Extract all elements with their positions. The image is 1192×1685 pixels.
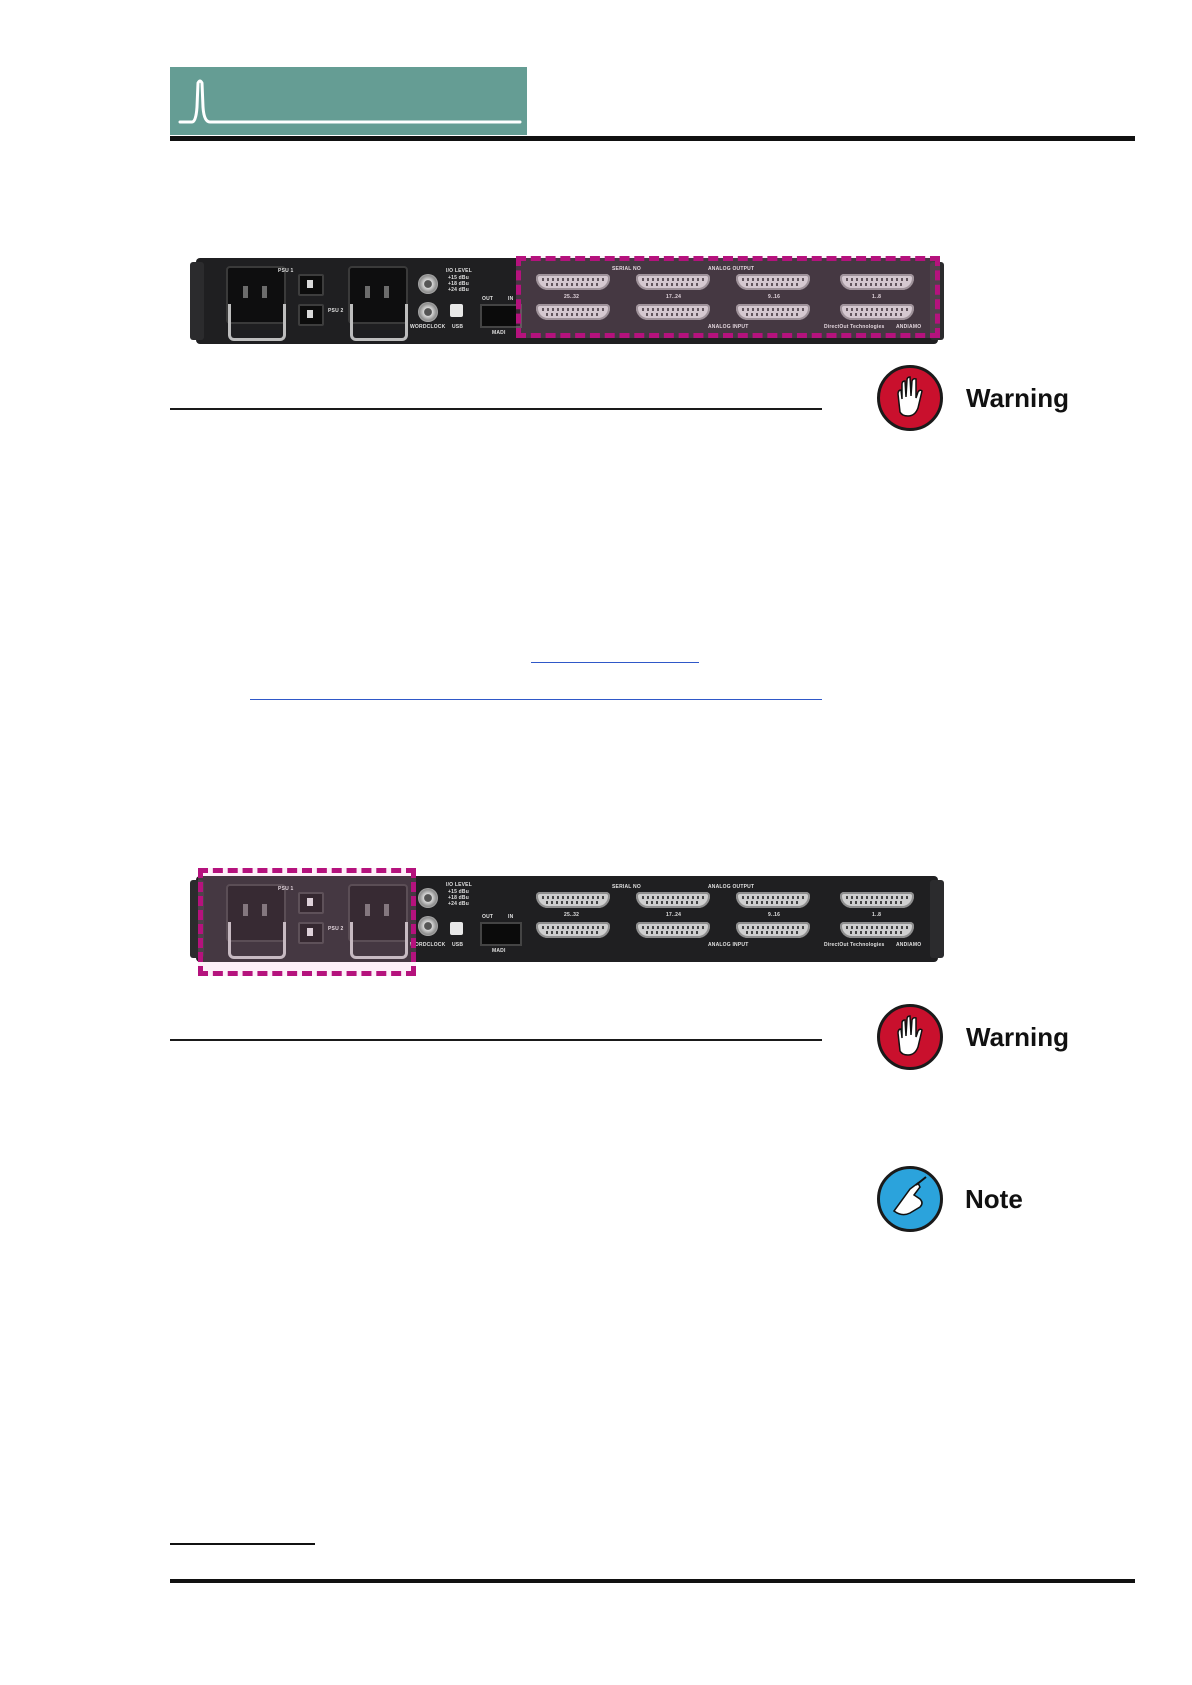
highlight-power-supplies — [198, 868, 416, 976]
channel-group-label: 9..16 — [768, 294, 781, 300]
analog-output-9-16 — [736, 274, 810, 290]
madi-in-label: IN — [508, 914, 514, 920]
section-rule — [170, 1039, 822, 1041]
analog-input-9-16 — [736, 304, 810, 320]
analog-input-17-24 — [636, 922, 710, 938]
channel-group-label: 9..16 — [768, 912, 781, 918]
retaining-clip — [228, 304, 286, 341]
retaining-clip — [350, 922, 408, 959]
hyperlink-underline[interactable] — [250, 699, 822, 700]
level-option: +24 dBu — [448, 901, 469, 907]
analog-output-1-8 — [840, 274, 914, 290]
wordclock-label: WORDCLOCK — [410, 942, 446, 948]
rack-ear — [190, 262, 204, 340]
brand-label: DirectOut Technologies — [824, 324, 885, 330]
warning-label: Warning — [966, 1022, 1070, 1052]
serial-no-label: SERIAL NO — [612, 266, 641, 272]
madi-label: MADI — [492, 330, 506, 336]
footer-rule — [170, 1579, 1135, 1583]
footnote-rule — [170, 1543, 315, 1545]
analog-input-25-32 — [536, 922, 610, 938]
wordclock-bnc-in — [418, 916, 438, 936]
brand-label: DirectOut Technologies — [824, 942, 885, 948]
analog-output-25-32 — [536, 274, 610, 290]
hand-stop-icon — [877, 1004, 943, 1070]
wordclock-bnc-out — [418, 888, 438, 908]
madi-out-label: OUT — [482, 296, 494, 302]
level-option: +18 dBu — [448, 895, 469, 901]
hyperlink-underline[interactable] — [531, 662, 699, 663]
analog-output-9-16 — [736, 892, 810, 908]
wordclock-bnc-out — [418, 274, 438, 294]
madi-port — [480, 922, 522, 946]
channel-group-label: 1..8 — [872, 912, 882, 918]
analog-input-25-32 — [536, 304, 610, 320]
level-option: +18 dBu — [448, 281, 469, 287]
channel-group-label: 25..32 — [564, 912, 580, 918]
analog-output-17-24 — [636, 274, 710, 290]
psu2-label: PSU 2 — [328, 926, 344, 932]
io-level-label: I/O LEVEL — [446, 882, 472, 888]
model-label: ANDIAMO — [896, 324, 922, 330]
power-inlet-1 — [226, 266, 286, 324]
analog-output-label: ANALOG OUTPUT — [708, 884, 755, 890]
pulse-icon — [178, 79, 522, 124]
power-switch-2 — [298, 922, 324, 944]
serial-no-label: SERIAL NO — [612, 884, 641, 890]
analog-input-1-8 — [840, 304, 914, 320]
analog-input-9-16 — [736, 922, 810, 938]
channel-group-label: 25..32 — [564, 294, 580, 300]
header-rule — [170, 136, 1135, 141]
madi-in-label: IN — [508, 296, 514, 302]
usb-port — [450, 304, 463, 317]
analog-output-1-8 — [840, 892, 914, 908]
power-switch-1 — [298, 892, 324, 914]
channel-group-label: 17..24 — [666, 912, 682, 918]
channel-group-label: 17..24 — [666, 294, 682, 300]
usb-label: USB — [452, 942, 464, 948]
io-level-label: I/O LEVEL — [446, 268, 472, 274]
retaining-clip — [228, 922, 286, 959]
note-label: Note — [965, 1184, 1023, 1214]
madi-label: MADI — [492, 948, 506, 954]
power-inlet-2 — [348, 884, 408, 942]
retaining-clip — [350, 304, 408, 341]
rack-ear — [930, 880, 944, 958]
device-rear-panel-2: PSU 1 PSU 2 WORDCLOCK I/O LEVEL +15 dBu … — [190, 876, 944, 962]
wordclock-bnc-in — [418, 302, 438, 322]
analog-input-label: ANALOG INPUT — [708, 942, 749, 948]
power-switch-2 — [298, 304, 324, 326]
header-tab — [170, 67, 527, 135]
analog-input-17-24 — [636, 304, 710, 320]
device-rear-panel-1: PSU 1 PSU 2 WORDCLOCK I/O LEVEL +15 dBu … — [190, 258, 944, 344]
analog-output-label: ANALOG OUTPUT — [708, 266, 755, 272]
hand-stop-icon — [877, 365, 943, 431]
model-label: ANDIAMO — [896, 942, 922, 948]
psu1-label: PSU 1 — [278, 886, 294, 892]
psu1-label: PSU 1 — [278, 268, 294, 274]
wordclock-label: WORDCLOCK — [410, 324, 446, 330]
highlight-analog-ports — [516, 256, 940, 338]
power-switch-1 — [298, 274, 324, 296]
psu2-label: PSU 2 — [328, 308, 344, 314]
usb-port — [450, 922, 463, 935]
analog-input-1-8 — [840, 922, 914, 938]
madi-port — [480, 304, 522, 328]
section-rule — [170, 408, 822, 410]
writing-hand-icon — [877, 1166, 943, 1232]
power-inlet-1 — [226, 884, 286, 942]
warning-label: Warning — [966, 383, 1070, 413]
analog-output-17-24 — [636, 892, 710, 908]
madi-out-label: OUT — [482, 914, 494, 920]
usb-label: USB — [452, 324, 464, 330]
level-option: +15 dBu — [448, 889, 469, 895]
level-option: +24 dBu — [448, 287, 469, 293]
analog-output-25-32 — [536, 892, 610, 908]
channel-group-label: 1..8 — [872, 294, 882, 300]
analog-input-label: ANALOG INPUT — [708, 324, 749, 330]
power-inlet-2 — [348, 266, 408, 324]
level-option: +15 dBu — [448, 275, 469, 281]
